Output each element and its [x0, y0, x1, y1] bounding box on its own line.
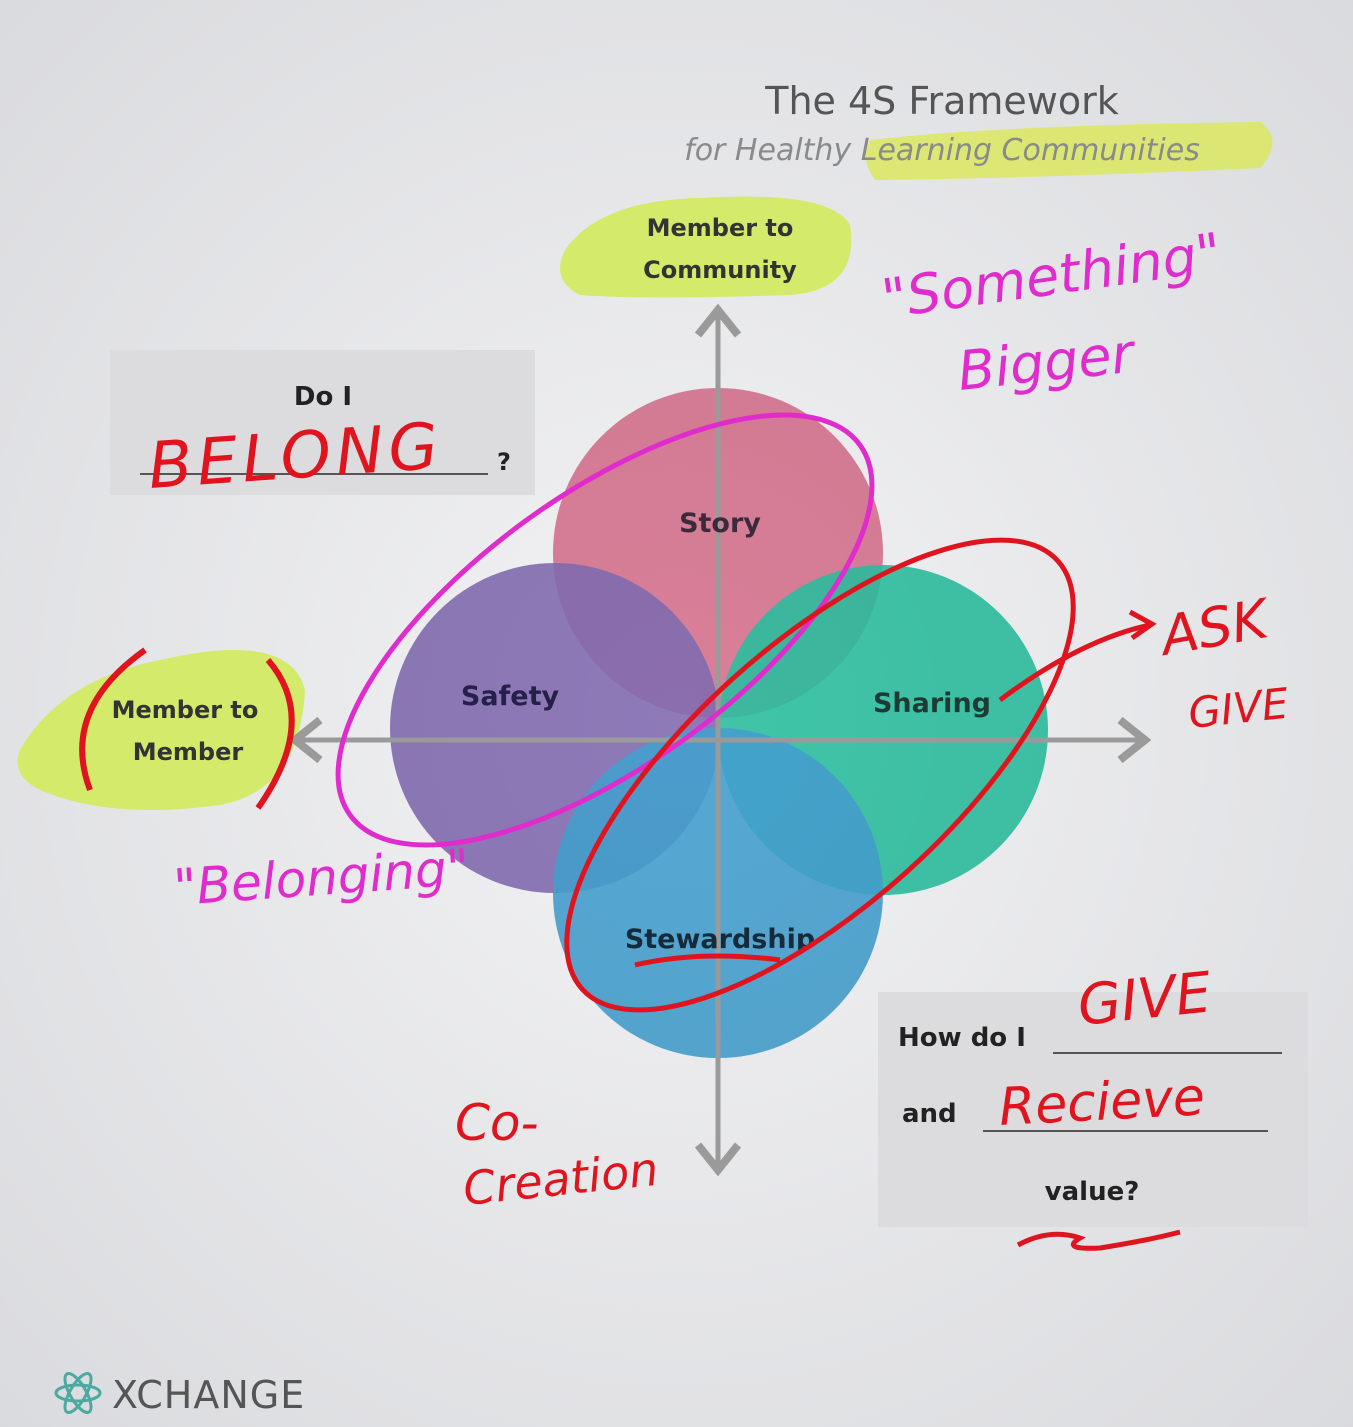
red-loop-sharing-stewardship: [564, 537, 1076, 1013]
value-box: [878, 992, 1308, 1227]
axis-label-top-line2: Community: [643, 256, 797, 284]
left-label-highlight: [17, 650, 305, 810]
value-box-line1: How do I: [898, 1023, 1026, 1053]
stewardship-underline: [634, 953, 781, 968]
subtitle-highlight: [866, 122, 1273, 180]
subtitle: for Healthy Learning Communities: [684, 133, 1200, 168]
belong-box-line1: Do I: [294, 382, 352, 412]
top-label-highlight: [560, 196, 852, 298]
right-bracket: [255, 658, 295, 810]
belong-box: [110, 350, 535, 495]
axis-label-left-line1: Member to: [112, 696, 259, 724]
label-stewardship: Stewardship: [625, 924, 815, 955]
label-safety: Safety: [461, 681, 560, 712]
left-bracket: [79, 647, 147, 792]
value-box-line2: and: [902, 1099, 957, 1129]
axis-label-top-line1: Member to: [647, 214, 794, 242]
title: The 4S Framework: [764, 79, 1119, 123]
belong-question-mark: ?: [497, 448, 511, 476]
handwriting-receive: Recieve: [998, 1067, 1207, 1138]
magenta-loop-story-safety: [335, 412, 875, 848]
logo-text: XCHANGE: [112, 1373, 305, 1417]
handwriting-give-box: GIVE: [1075, 960, 1215, 1039]
label-sharing: Sharing: [873, 688, 991, 719]
xchange-logo-icon: [54, 1372, 102, 1414]
handwriting-co: Co-: [455, 1094, 539, 1152]
label-story: Story: [679, 508, 761, 539]
value-box-line3: value?: [1045, 1177, 1140, 1207]
arrowhead-icon: [1128, 609, 1157, 641]
squiggle-mark: [1016, 1229, 1181, 1251]
axis-label-left-line2: Member: [133, 738, 244, 766]
arrow-to-ask: [998, 622, 1151, 703]
handwriting-give-right: GIVE: [1186, 679, 1291, 738]
